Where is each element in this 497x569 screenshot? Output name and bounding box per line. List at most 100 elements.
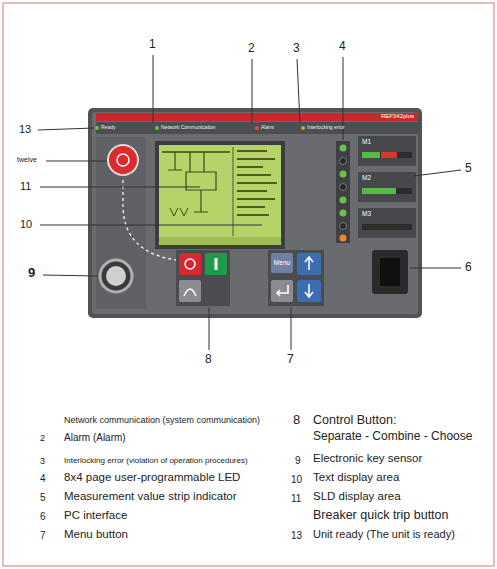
status-led [155, 126, 159, 130]
key-number: 9 [295, 455, 301, 467]
key-number: 3 [40, 456, 45, 466]
select-button [179, 280, 201, 302]
leader-line [291, 307, 292, 350]
panel-face [92, 112, 418, 314]
open-symbol [185, 259, 195, 269]
screen-line [237, 174, 271, 176]
trip-symbol [117, 154, 129, 166]
screen-footer [159, 237, 281, 245]
bar-fill [381, 152, 397, 158]
status-label: Alarm [261, 125, 274, 131]
key-text: Interlocking error (violation of operati… [64, 456, 248, 465]
key-number: 5 [40, 492, 46, 504]
key-text: Text display area [313, 471, 399, 484]
key-text: Control Button: [313, 413, 396, 427]
bar-label: M1 [362, 138, 371, 145]
callout-number: 11 [20, 180, 31, 193]
status-strip [96, 122, 418, 134]
led-column [336, 141, 350, 243]
screen-line [237, 214, 269, 216]
callout-number: 10 [20, 218, 32, 231]
key-text: Network communication (system communicat… [64, 415, 260, 425]
callout-number: 9 [28, 266, 35, 281]
bar-panel [358, 172, 416, 202]
callout-number: 1 [149, 38, 156, 52]
key-sensor-face [106, 266, 126, 286]
status-label: Network Communication [161, 125, 215, 131]
screen-line [237, 150, 267, 152]
user-led [340, 235, 347, 242]
key-number: 11 [291, 493, 301, 505]
key-text: SLD display area [313, 490, 401, 503]
down-arrow [305, 284, 313, 297]
close-symbol [215, 258, 218, 270]
enter-arrow [277, 285, 288, 296]
callout-number: 8 [205, 353, 212, 367]
screen-bezel [155, 141, 285, 249]
page-frame [3, 3, 494, 566]
user-led [340, 197, 347, 204]
key-text: PC interface [64, 509, 127, 522]
bar-track [362, 224, 412, 230]
up-button [297, 253, 321, 275]
user-led [340, 184, 347, 191]
panel-housing [88, 108, 422, 318]
lcd-screen [159, 145, 281, 245]
key-number: 8 [293, 413, 300, 428]
up-arrow [305, 257, 313, 270]
sld-symbols [170, 208, 188, 216]
status-led [301, 126, 305, 130]
callout-number: 13 [19, 123, 31, 136]
key-text: Measurement value strip indicator [64, 490, 237, 503]
leader-line [46, 161, 107, 162]
screen-line [237, 166, 263, 168]
key-text: Menu button [64, 528, 128, 541]
leader-line [40, 187, 200, 188]
button-bezel [268, 250, 324, 306]
screen-line [237, 206, 265, 208]
callout-number: 7 [287, 353, 294, 367]
leader-line [410, 268, 461, 269]
user-led [340, 171, 347, 178]
pc-port-window [380, 258, 400, 286]
status-led [255, 126, 259, 130]
bar-label: M2 [362, 174, 371, 181]
leader-line [38, 128, 94, 130]
callout-number: 2 [248, 42, 255, 56]
down-button [297, 280, 321, 302]
key-text: Unit ready (The unit is ready) [313, 528, 455, 541]
enter-button [271, 280, 293, 302]
bar-fill [362, 188, 396, 194]
menu-button: Menu [271, 253, 293, 273]
red-stripe [96, 113, 418, 121]
leader-line [414, 170, 461, 176]
status-label: Ready [101, 125, 115, 131]
callout-number: twelve [17, 156, 37, 164]
leader-line [252, 59, 253, 123]
key-text: Breaker quick trip button [313, 508, 449, 522]
model-name: REF542plus [381, 113, 414, 120]
screen-line [237, 182, 277, 184]
leader-line [43, 275, 98, 276]
bar-panel [358, 136, 416, 166]
open-button [179, 253, 201, 275]
key-text: 8x4 page user-programmable LED [64, 471, 240, 484]
key-text: Electronic key sensor [313, 452, 422, 465]
key-number: 2 [40, 433, 45, 443]
left-section [96, 137, 146, 309]
key-number: 4 [40, 473, 46, 485]
pc-port [372, 250, 408, 294]
button-bezel [176, 250, 230, 306]
screen-line [237, 158, 275, 160]
status-label: Interlocking error [307, 125, 345, 131]
key-sensor [100, 260, 132, 292]
callout-number: 5 [465, 162, 472, 176]
leader-lines [38, 55, 461, 350]
close-button [205, 253, 227, 275]
key-number: 7 [40, 530, 46, 542]
status-led [95, 126, 99, 130]
user-led [340, 223, 347, 230]
bar-track [362, 188, 412, 194]
